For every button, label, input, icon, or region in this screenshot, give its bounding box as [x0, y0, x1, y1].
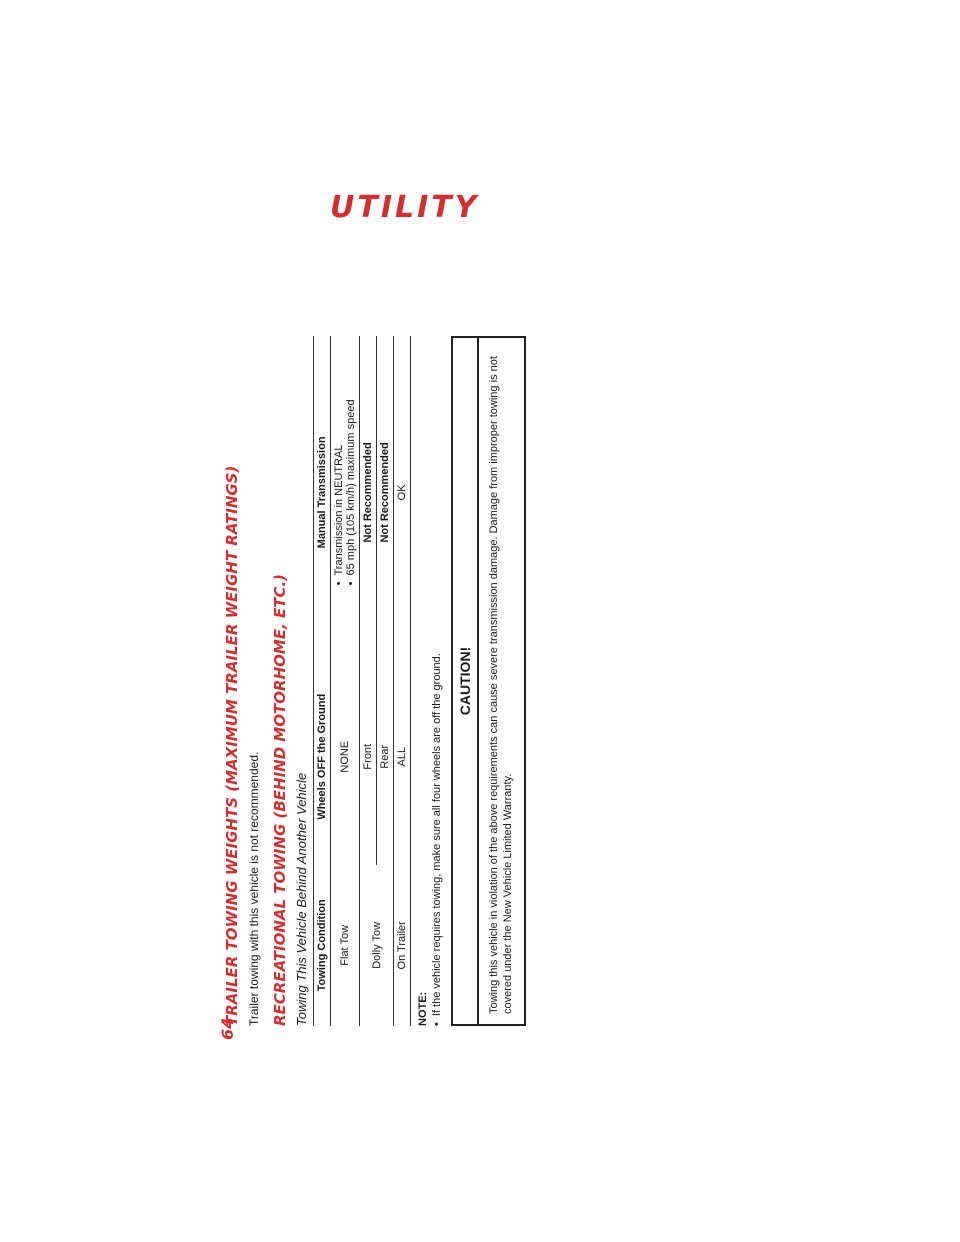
note-item: If the vehicle requires towing, make sur… — [431, 296, 443, 1026]
table-row: Flat Tow NONE Transmission in NEUTRAL 65… — [330, 336, 360, 1026]
manual-transmission-cell: Not Recommended — [359, 336, 377, 649]
table-header-row: Towing Condition Wheels OFF the Ground M… — [313, 336, 331, 1026]
towing-condition-cell: Flat Tow — [330, 864, 360, 1026]
towing-subheading: Towing This Vehicle Behind Another Vehic… — [294, 772, 309, 1026]
page-content: TRAILER TOWING WEIGHTS (MAXIMUM TRAILER … — [223, 296, 593, 1026]
list-item: 65 mph (105 km/h) maximum speed — [345, 399, 357, 585]
manual-list: Transmission in NEUTRAL 65 mph (105 km/h… — [333, 399, 357, 585]
trailer-towing-text: Trailer towing with this vehicle is not … — [247, 751, 261, 1026]
towing-condition-cell: Dolly Tow — [359, 864, 394, 1026]
manual-transmission-cell: OK — [393, 336, 411, 649]
towing-table: Towing Condition Wheels OFF the Ground M… — [313, 336, 411, 1026]
wheels-cell: Rear — [376, 648, 394, 865]
manual-transmission-cell: Not Recommended — [376, 336, 394, 649]
table-row: Dolly Tow Front Not Recommended — [359, 336, 394, 1026]
column-header: Manual Transmission — [313, 336, 331, 649]
wheels-cell: ALL — [393, 648, 411, 865]
list-item: Transmission in NEUTRAL — [333, 399, 345, 585]
caution-text: Towing this vehicle in violation of the … — [488, 356, 515, 1014]
towing-condition-cell: On Trailer — [393, 864, 411, 1026]
caution-title: CAUTION! — [453, 338, 479, 1024]
section-title: UTILITY — [330, 190, 480, 225]
column-header: Towing Condition — [313, 864, 331, 1026]
note-label: NOTE: — [417, 991, 429, 1026]
manual-transmission-cell: Transmission in NEUTRAL 65 mph (105 km/h… — [330, 336, 360, 649]
trailer-towing-heading: TRAILER TOWING WEIGHTS (MAXIMUM TRAILER … — [223, 465, 241, 1026]
recreational-towing-heading: RECREATIONAL TOWING (BEHIND MOTORHOME, E… — [271, 573, 289, 1026]
column-header: Wheels OFF the Ground — [313, 648, 331, 865]
wheels-cell: NONE — [330, 648, 360, 865]
caution-box: CAUTION! Towing this vehicle in violatio… — [451, 336, 526, 1026]
wheels-cell: Front — [359, 648, 377, 865]
table-row: On Trailer ALL OK — [393, 336, 411, 1026]
